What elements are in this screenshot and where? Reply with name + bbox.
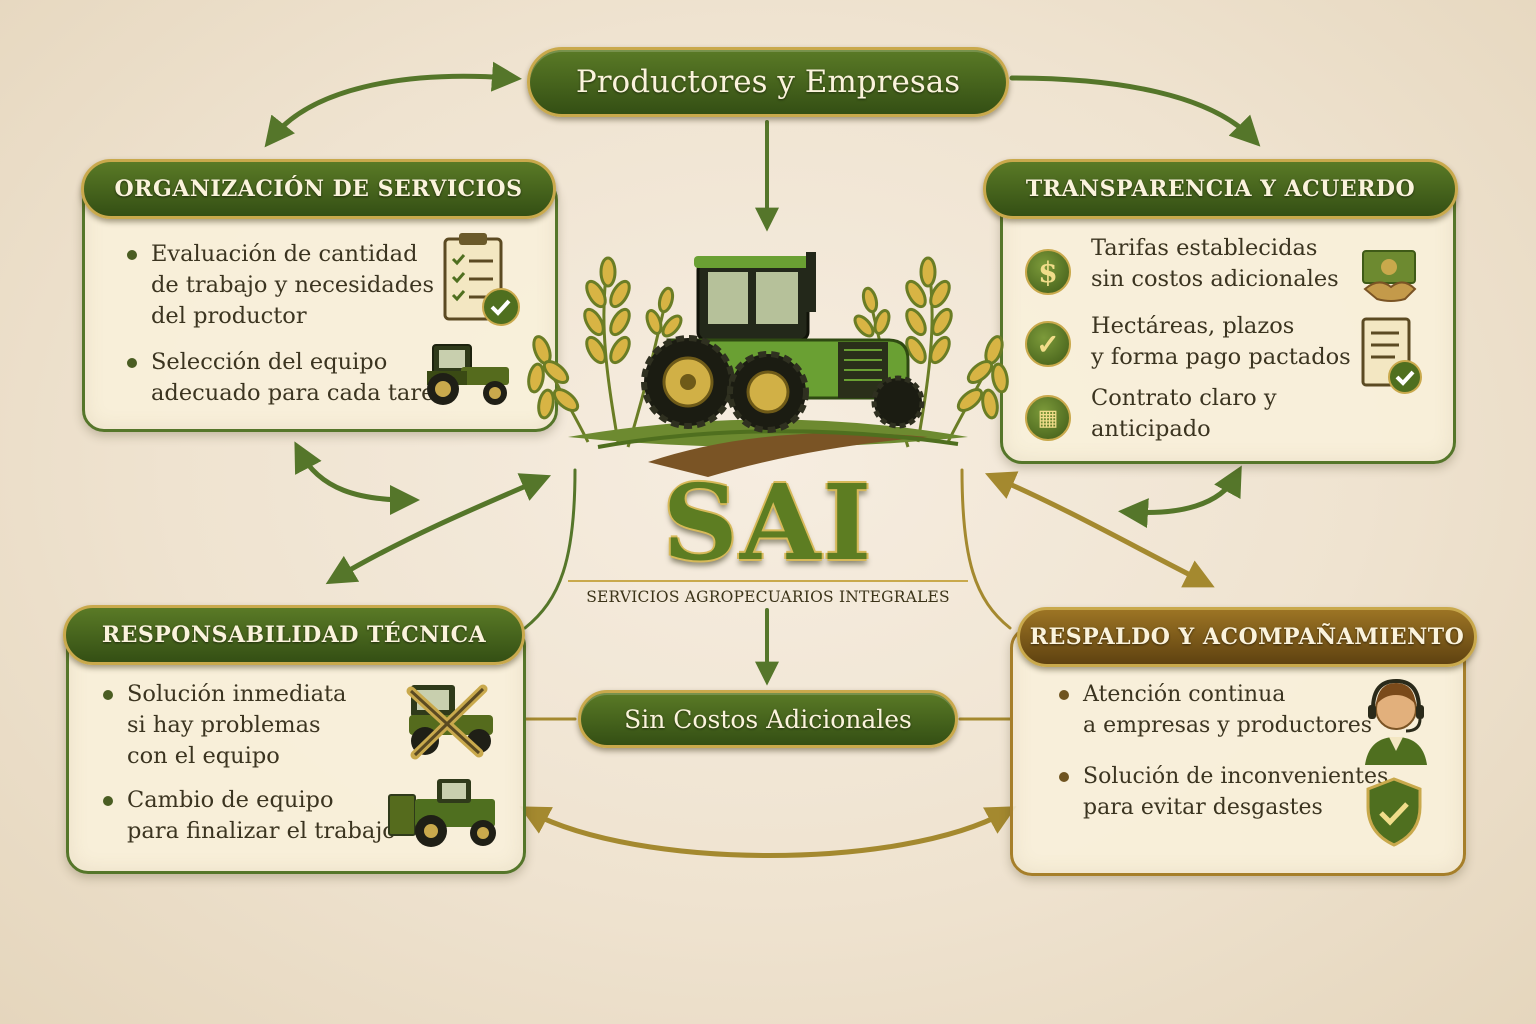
- header-pill: Productores y Empresas: [527, 47, 1009, 117]
- check-icon: ✓: [1025, 321, 1071, 367]
- document-check-icon: [1361, 317, 1422, 394]
- sai-emblem: [527, 252, 1009, 477]
- brand-tagline: SERVICIOS AGROPECUARIOS INTEGRALES: [568, 580, 968, 606]
- arrow-left-diagonal: [325, 473, 552, 585]
- list-item: Atención continua a empresas y productor…: [1059, 679, 1372, 741]
- list-item: Selección del equipo adecuado para cada …: [127, 347, 448, 409]
- bullet: [103, 690, 113, 700]
- list-item: Solución de inconvenientes para evitar d…: [1059, 761, 1388, 823]
- list-item: Solución inmediata si hay problemas con …: [103, 679, 346, 772]
- panel-respaldo-title: RESPALDO Y ACOMPAÑAMIENTO: [1017, 607, 1477, 667]
- bullet: [127, 358, 137, 368]
- arrow-top-right: [1009, 75, 1261, 147]
- support-agent-icon: [1365, 678, 1427, 765]
- arrow-top-left: [264, 61, 522, 148]
- bullet: [127, 250, 137, 260]
- bullet: [103, 796, 113, 806]
- harvester-icon: [388, 779, 496, 847]
- panel-responsabilidad: RESPONSABILIDAD TÉCNICA Solución inmedia…: [63, 605, 526, 874]
- panel-transparencia-title: TRANSPARENCIA Y ACUERDO: [983, 159, 1458, 219]
- tools-icon: [406, 684, 493, 760]
- arrow-right-diagonal: [984, 471, 1215, 588]
- arrow-bottom-arc: [519, 806, 1017, 858]
- arrow-right-small: [1118, 465, 1242, 529]
- arrow-left-small: [294, 441, 420, 515]
- panel-transparencia: TRANSPARENCIA Y ACUERDO $ Tarifas establ…: [983, 159, 1458, 464]
- bullet: [1059, 690, 1069, 700]
- calendar-icon: ▦: [1025, 395, 1071, 441]
- header-title: Productores y Empresas: [575, 64, 961, 100]
- center-label: Sin Costos Adicionales: [624, 704, 912, 734]
- bullet: [1059, 772, 1069, 782]
- panel-organizacion: ORGANIZACIÓN DE SERVICIOS Evaluación de …: [81, 159, 558, 432]
- tractor-icon: [427, 344, 509, 405]
- checklist-icon: [443, 233, 520, 326]
- panel-respaldo: RESPALDO Y ACOMPAÑAMIENTO Atención conti…: [1010, 607, 1477, 876]
- panel-organizacion-title: ORGANIZACIÓN DE SERVICIOS: [81, 159, 556, 219]
- line-right-vertical: [960, 468, 1012, 630]
- center-label-pill: Sin Costos Adicionales: [578, 690, 958, 748]
- list-item: Hectáreas, plazos y forma pago pactados: [1091, 313, 1351, 370]
- shield-check-icon: [1366, 777, 1422, 847]
- tractor-main-icon: [641, 252, 925, 433]
- list-item: Cambio de equipo para finalizar el traba…: [103, 785, 396, 847]
- list-item: Contrato claro y anticipado: [1091, 385, 1277, 442]
- list-item: Tarifas establecidas sin costos adiciona…: [1091, 235, 1339, 292]
- line-left-vertical: [523, 468, 577, 630]
- handshake-money-icon: [1362, 250, 1417, 302]
- list-item: Evaluación de cantidad de trabajo y nece…: [127, 239, 434, 332]
- panel-responsabilidad-title: RESPONSABILIDAD TÉCNICA: [63, 605, 525, 665]
- brand-name: SAI: [662, 461, 874, 584]
- dollar-icon: $: [1025, 249, 1071, 295]
